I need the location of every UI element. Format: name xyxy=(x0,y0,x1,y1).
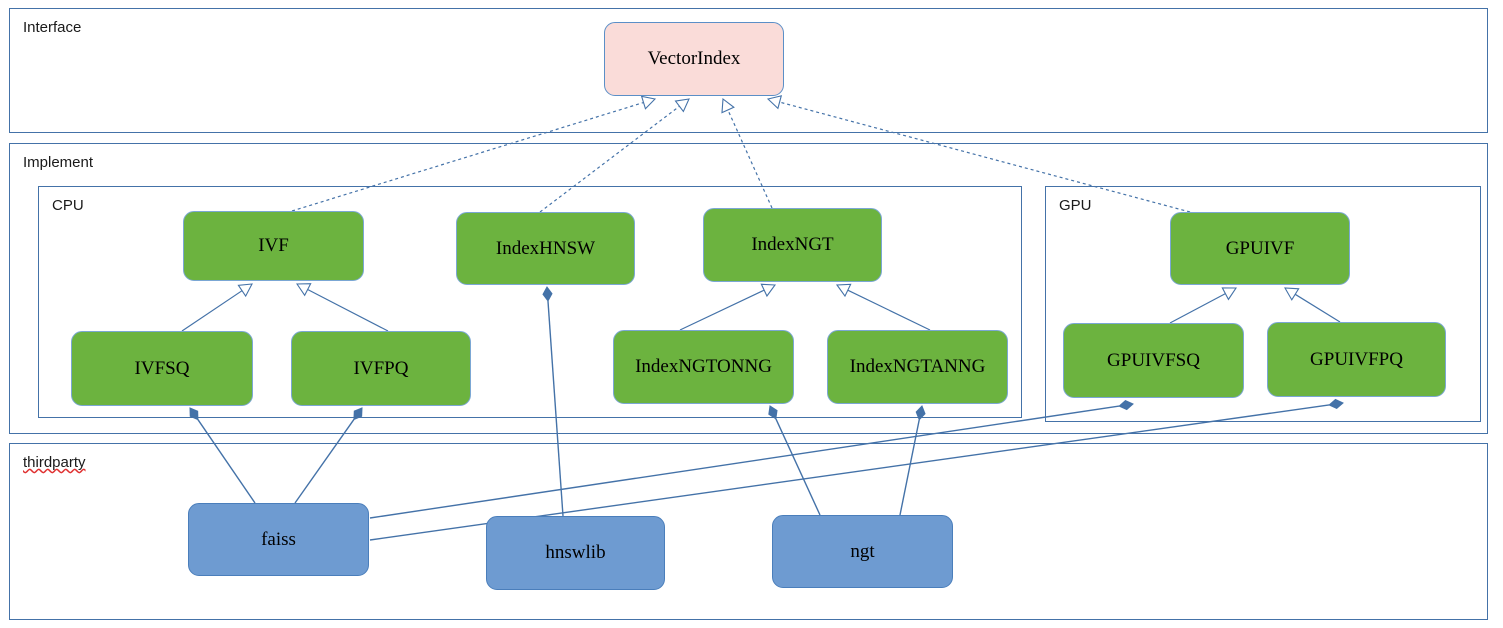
container-thirdparty xyxy=(9,443,1488,620)
container-label-cpu: CPU xyxy=(52,197,84,214)
node-label-hnswlib: hnswlib xyxy=(545,542,606,563)
node-indexngt[interactable]: IndexNGT xyxy=(703,208,882,282)
node-indexngtonng[interactable]: IndexNGTONNG xyxy=(613,330,794,404)
node-ngt[interactable]: ngt xyxy=(772,515,953,588)
node-label-ivfsq: IVFSQ xyxy=(134,357,190,379)
node-label-faiss: faiss xyxy=(261,528,296,550)
node-hnswlib[interactable]: hnswlib xyxy=(486,516,665,590)
node-label-vectorindex: VectorIndex xyxy=(647,48,741,69)
container-implement xyxy=(9,143,1488,434)
node-label-ivfpq: IVFPQ xyxy=(353,357,409,379)
container-label-thirdparty: thirdparty xyxy=(23,454,86,471)
container-cpu xyxy=(38,186,1022,418)
node-gpuivfpq[interactable]: GPUIVFPQ xyxy=(1267,322,1446,397)
node-label-gpuivfsq: GPUIVFSQ xyxy=(1107,349,1200,371)
container-label-interface: Interface xyxy=(23,19,82,36)
node-ivfpq[interactable]: IVFPQ xyxy=(291,331,471,406)
node-ivf[interactable]: IVF xyxy=(183,211,364,281)
node-gpuivfsq[interactable]: GPUIVFSQ xyxy=(1063,323,1244,398)
node-indexngtanng[interactable]: IndexNGTANNG xyxy=(827,330,1008,404)
node-gpuivf[interactable]: GPUIVF xyxy=(1170,212,1350,285)
node-faiss[interactable]: faiss xyxy=(188,503,369,576)
node-indexhnsw[interactable]: IndexHNSW xyxy=(456,212,635,285)
container-interface xyxy=(9,8,1488,133)
node-label-indexngtanng: IndexNGTANNG xyxy=(849,356,986,377)
node-label-indexhnsw: IndexHNSW xyxy=(495,237,596,259)
node-label-gpuivfpq: GPUIVFPQ xyxy=(1310,348,1403,370)
node-ivfsq[interactable]: IVFSQ xyxy=(71,331,253,406)
container-label-gpu: GPU xyxy=(1059,197,1092,214)
node-label-gpuivf: GPUIVF xyxy=(1225,237,1295,259)
node-vectorindex[interactable]: VectorIndex xyxy=(604,22,784,96)
node-label-indexngt: IndexNGT xyxy=(751,234,834,255)
node-label-indexngtonng: IndexNGTONNG xyxy=(635,356,772,377)
node-label-ngt: ngt xyxy=(850,540,875,562)
node-label-ivf: IVF xyxy=(258,235,289,256)
container-gpu xyxy=(1045,186,1481,422)
container-label-implement: Implement xyxy=(23,154,94,171)
